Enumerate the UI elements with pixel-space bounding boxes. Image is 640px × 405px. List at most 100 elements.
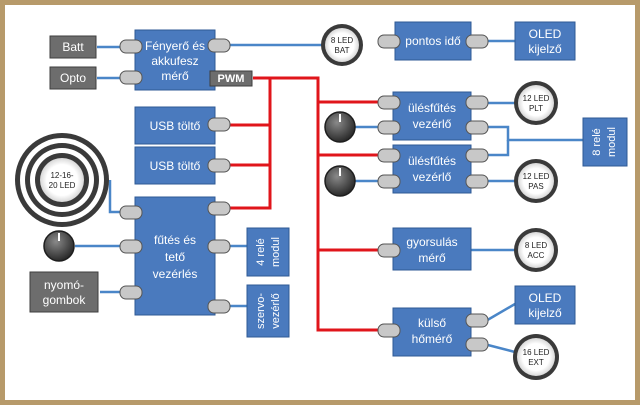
connector — [377, 34, 401, 49]
relay4-block: 4 relé modul — [246, 227, 290, 277]
oled2-label-1: OLED — [529, 291, 562, 305]
main-controller-block: fűtés és tető vezérlés — [134, 196, 216, 316]
led-plt-label-1: 12 LED — [523, 94, 550, 103]
clock-block: pontos idő — [394, 21, 472, 61]
seat1-label-1: ülésfűtés — [408, 101, 456, 115]
seat2-label-2: vezérlő — [413, 170, 452, 184]
seat-heater-1: ülésfűtés vezérlő — [392, 91, 472, 141]
power-bus-main — [253, 76, 380, 332]
connector — [207, 117, 231, 132]
led-ext-label-2: EXT — [528, 358, 544, 367]
pwm-label: PWM — [218, 73, 245, 85]
meter-label-1: Fényerő és — [145, 39, 205, 53]
connector — [207, 201, 231, 216]
usb1-label: USB töltő — [150, 119, 201, 133]
main-label-2: tető — [165, 250, 185, 264]
seat2-label-1: ülésfűtés — [408, 154, 456, 168]
usb-charger-1: USB töltő — [134, 106, 216, 145]
oled-display-2: OLED kijelző — [514, 285, 576, 325]
thermo-label-2: hőmérő — [412, 332, 453, 346]
led-ext-label-1: 16 LED — [523, 348, 550, 357]
meter-block: Fényerő és akkufesz mérő — [134, 29, 216, 91]
buttons-label-1: nyomó- — [44, 278, 84, 292]
oled1-label-2: kijelző — [528, 42, 562, 56]
oled1-label-1: OLED — [529, 27, 562, 41]
accel-label-2: mérő — [418, 251, 446, 265]
wire-relay8-b — [484, 140, 510, 157]
connector — [119, 285, 143, 300]
connector — [465, 148, 489, 163]
led-acc-label-2: ACC — [528, 251, 545, 260]
led-ring-label-2: 20 LED — [49, 181, 76, 190]
led-ring-ext: 16 LED EXT — [513, 334, 559, 380]
wire-relay8-a — [484, 125, 583, 142]
pwm-box: PWM — [209, 70, 253, 87]
seat1-label-2: vezérlő — [413, 117, 452, 131]
led-ring-pas: 12 LED PAS — [514, 159, 558, 203]
knob-seat1[interactable] — [324, 111, 356, 143]
connector — [119, 70, 143, 85]
connector — [465, 313, 489, 328]
thermo-label-1: külső — [418, 316, 446, 330]
relay8-label-1: 8 relé — [591, 128, 603, 156]
accelerometer-block: gyorsulás mérő — [392, 227, 472, 271]
servo-block: szervo- vezérlő — [246, 284, 290, 338]
led-bat-label-1: 8 LED — [331, 36, 353, 45]
connector — [465, 34, 489, 49]
relay8-label-2: modul — [606, 127, 618, 157]
connector — [465, 120, 489, 135]
led-ring-plt: 12 LED PLT — [514, 81, 558, 125]
led-ring-acc: 8 LED ACC — [514, 228, 558, 272]
led-ring-concentric: 12-16- 20 LED — [15, 133, 109, 227]
seat-heater-2: ülésfűtés vezérlő — [392, 144, 472, 194]
connector — [207, 158, 231, 173]
relay4-label-1: 4 relé — [255, 238, 267, 266]
main-label-3: vezérlés — [153, 267, 198, 281]
connector — [119, 39, 143, 54]
led-ring-bat: 8 LED BAT — [321, 24, 363, 66]
connector — [377, 174, 401, 189]
opto-label: Opto — [60, 71, 86, 85]
connector — [465, 95, 489, 110]
wire-oled2 — [483, 302, 516, 324]
clock-label: pontos idő — [405, 34, 461, 48]
relay8-block: 8 relé modul — [582, 117, 628, 167]
connector — [119, 205, 143, 220]
oled-display-1: OLED kijelző — [514, 21, 576, 61]
meter-label-3: mérő — [161, 69, 189, 83]
connector — [377, 323, 401, 338]
led-pas-label-2: PAS — [528, 182, 543, 191]
knob-main[interactable] — [43, 230, 75, 262]
meter-label-2: akkufesz — [151, 54, 198, 68]
knob-seat2[interactable] — [324, 165, 356, 197]
connector — [465, 174, 489, 189]
relay4-label-2: modul — [270, 237, 282, 267]
usb2-label: USB töltő — [150, 159, 201, 173]
led-bat-label-2: BAT — [335, 46, 350, 55]
servo-label-1: szervo- — [255, 293, 267, 329]
batt-label: Batt — [62, 40, 84, 54]
power-usb-bus — [228, 78, 272, 210]
buttons-box: nyomó- gombok — [29, 271, 99, 313]
led-pas-label-1: 12 LED — [523, 172, 550, 181]
wire-ext-led — [483, 342, 516, 354]
connector — [377, 95, 401, 110]
connector — [465, 337, 489, 352]
batt-box: Batt — [49, 35, 97, 59]
accel-label-1: gyorsulás — [406, 235, 457, 249]
connector — [207, 239, 231, 254]
buttons-label-2: gombok — [43, 293, 87, 307]
oled2-label-2: kijelző — [528, 306, 562, 320]
wire-ring-led — [108, 180, 122, 214]
connector — [207, 38, 231, 53]
servo-label-2: vezérlő — [270, 293, 282, 328]
opto-box: Opto — [49, 66, 97, 90]
connector — [377, 243, 401, 258]
thermometer-block: külső hőmérő — [392, 307, 472, 357]
led-plt-label-2: PLT — [529, 104, 543, 113]
connector — [119, 239, 143, 254]
connector — [377, 148, 401, 163]
connector — [377, 120, 401, 135]
led-ring-label-1: 12-16- — [50, 171, 73, 180]
